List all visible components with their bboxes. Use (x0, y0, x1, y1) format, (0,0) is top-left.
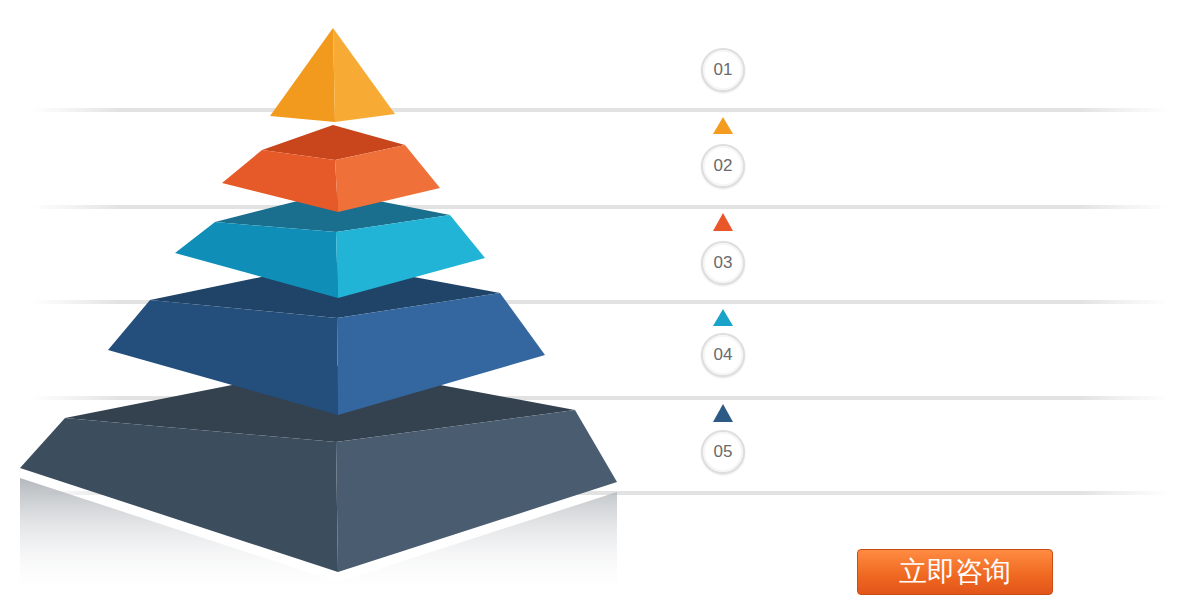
tier-right (336, 410, 617, 572)
step-number: 01 (701, 48, 745, 92)
tier-left (175, 222, 338, 298)
tier-right (335, 145, 440, 212)
tier-right (336, 215, 485, 298)
tier-left (20, 418, 338, 572)
button-label: 立即咨询 (899, 553, 1011, 591)
marker-triangle (713, 404, 733, 422)
callout-number: 03 (714, 253, 733, 273)
step-number: 03 (701, 241, 745, 285)
tier-left (108, 300, 338, 415)
divider-line (30, 205, 1170, 209)
marker-triangle (713, 213, 733, 231)
consult-button: 立即咨询 (857, 549, 1053, 595)
callout-number: 05 (714, 442, 733, 462)
tier-right (333, 28, 395, 122)
step-number: 02 (701, 144, 745, 188)
divider-line (30, 108, 1170, 112)
marker-triangle (713, 117, 733, 134)
callout-number: 04 (714, 345, 733, 365)
tier-left (270, 28, 335, 122)
tier-left (222, 150, 338, 212)
step-number: 05 (701, 430, 745, 474)
tier-1 (270, 28, 395, 122)
tier-right (337, 293, 545, 415)
marker-triangle (713, 309, 733, 326)
callout-number: 02 (714, 156, 733, 176)
step-number: 04 (701, 333, 745, 377)
tier-2 (222, 125, 440, 212)
callout-number: 01 (714, 60, 733, 80)
